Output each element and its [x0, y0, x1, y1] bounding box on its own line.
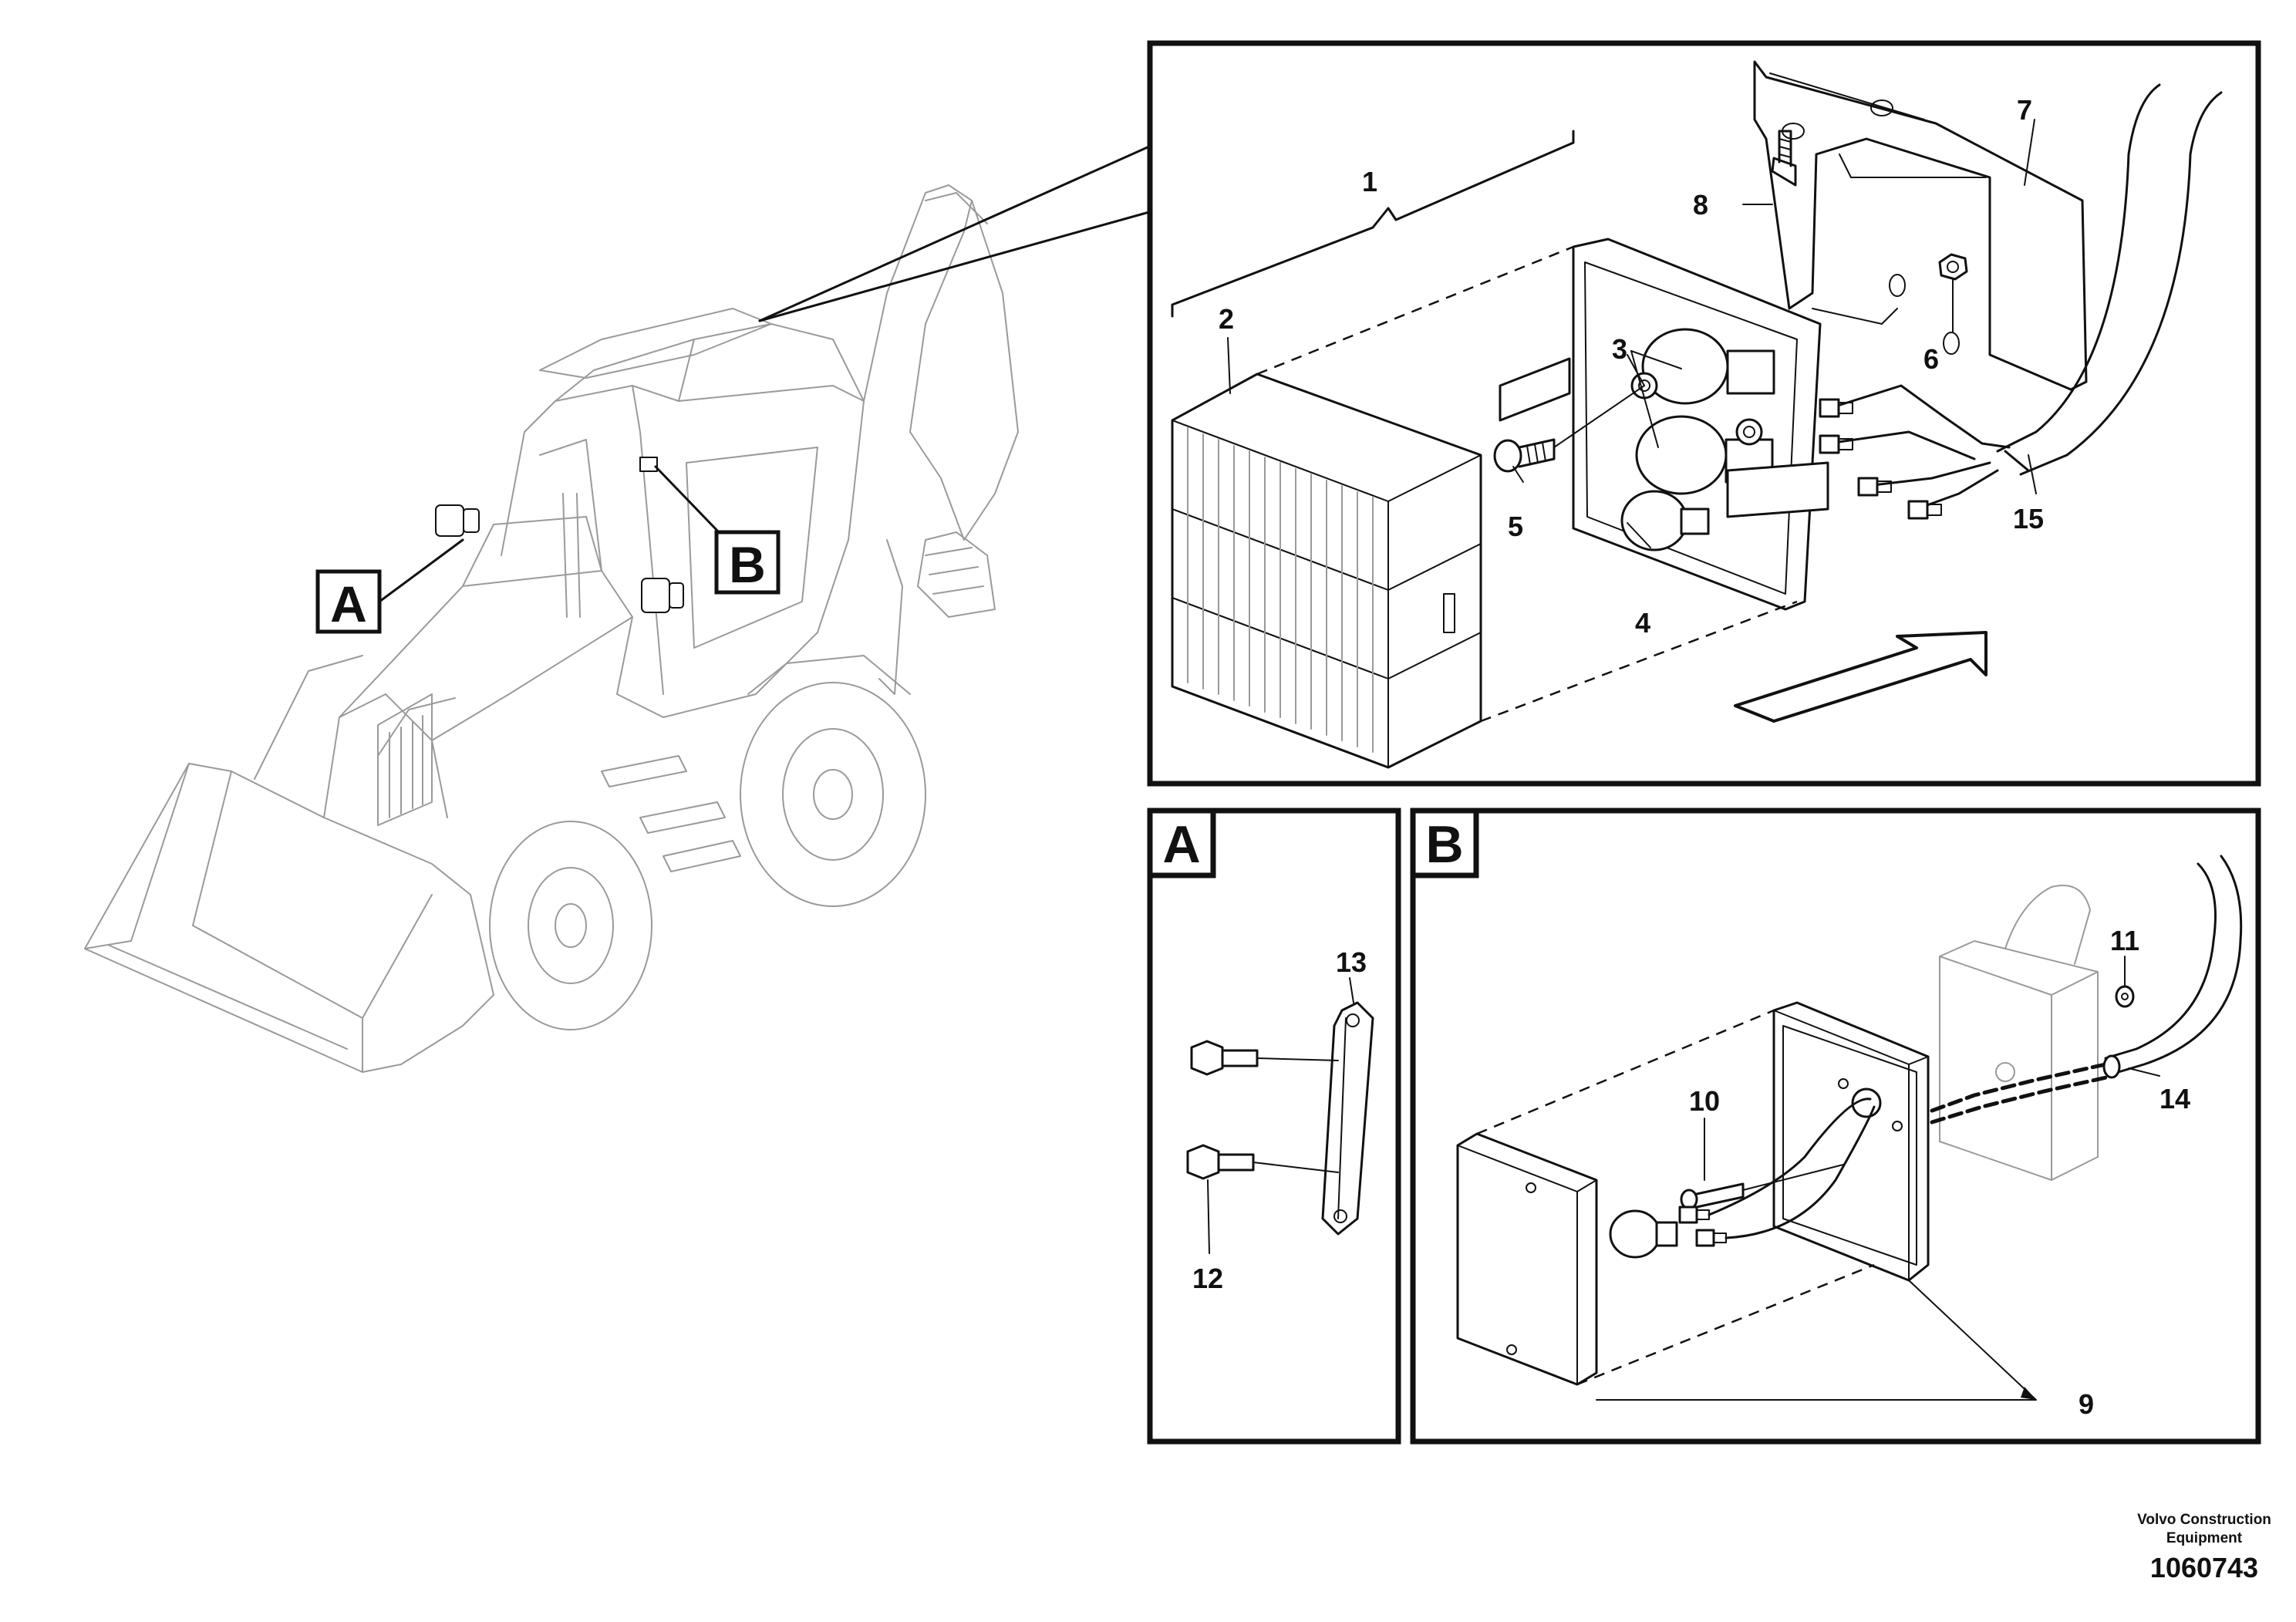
- reflector-strip: [1726, 461, 1829, 518]
- callout-9: 9: [2079, 1388, 2094, 1420]
- detail-leader-line-lower: [758, 211, 1151, 322]
- callout-14: 14: [2159, 1083, 2190, 1114]
- callout-7: 7: [2017, 94, 2032, 126]
- svg-text:B: B: [729, 536, 766, 593]
- screw-part-10: [1680, 1164, 1844, 1210]
- callout-10: 10: [1689, 1085, 1720, 1117]
- company-name-line1: Volvo Construction: [2137, 1512, 2271, 1528]
- detail-view-b-label-box: [1410, 808, 1479, 878]
- mounting-block: [1939, 885, 2099, 1181]
- reflector-clip: [1499, 357, 1571, 422]
- overview-view-b-label: B: [654, 465, 781, 595]
- work-lamp-bulb: [1609, 1209, 1678, 1259]
- work-lamp-body-part-9: [1772, 1001, 1930, 1282]
- callout-8: 8: [1693, 189, 1708, 221]
- flange-bolt-part-12: [1186, 1144, 1339, 1180]
- callout-4: 4: [1635, 607, 1650, 639]
- bolt-part-8: [1771, 130, 1797, 187]
- alignment-line-bottom: [1480, 600, 1798, 723]
- wiring-part-15: [1819, 83, 2223, 520]
- lamp-position-a-marker: [435, 504, 480, 537]
- callout-15: 15: [2013, 503, 2044, 534]
- callout-11: 11: [2110, 925, 2139, 956]
- detail-view-a-label: A: [1162, 815, 1200, 874]
- overview-view-a-label: A: [315, 538, 464, 634]
- company-name-line2: Equipment: [2166, 1530, 2243, 1546]
- callout-2: 2: [1219, 303, 1234, 335]
- lamp-position-b-marker: [639, 457, 684, 613]
- lamp-housing-base: [1572, 238, 1822, 611]
- flange-bolt-upper: [1190, 1040, 1339, 1076]
- detail-view-b-label: B: [1425, 815, 1463, 874]
- main-detail-frame: [1147, 40, 2261, 787]
- work-lamp-lens-part-9: [1456, 1132, 1598, 1386]
- bulbs-part-3: [1627, 328, 1775, 495]
- screw-part-5: [1493, 385, 1645, 473]
- lamp-lens-part-2: [1171, 373, 1482, 769]
- detail-view-a-frame: [1147, 808, 1401, 1445]
- lamp-bracket-part-13: [1321, 1001, 1374, 1236]
- bulb-part-4: [1620, 490, 1710, 551]
- callout-1: 1: [1362, 166, 1377, 197]
- nut-part-11: [2115, 985, 2135, 1008]
- detail-view-a-label-box: [1147, 808, 1216, 878]
- callout-13: 13: [1336, 946, 1367, 978]
- callout-5: 5: [1508, 511, 1523, 542]
- detail-leader-line-upper: [758, 145, 1151, 322]
- figure-number: 1060743: [2150, 1552, 2258, 1583]
- svg-text:A: A: [330, 575, 367, 632]
- callout-12: 12: [1192, 1263, 1223, 1294]
- assembly-direction-arrow: [1734, 631, 1988, 723]
- b-alignment-line-bottom: [1576, 1263, 1875, 1386]
- callout-3: 3: [1612, 333, 1627, 365]
- bracket-part-7: [1753, 60, 2088, 391]
- backhoe-loader-illustration: [84, 184, 1019, 1073]
- callout-6: 6: [1923, 343, 1939, 375]
- work-lamp-wiring: [1678, 1062, 2116, 1247]
- assembly-brace-1: [1171, 130, 1575, 318]
- detail-view-b-frame: [1410, 808, 2261, 1445]
- cable-part-14: [2102, 855, 2243, 1079]
- alignment-line-top: [1256, 245, 1574, 376]
- b-alignment-line-top: [1476, 1009, 1775, 1135]
